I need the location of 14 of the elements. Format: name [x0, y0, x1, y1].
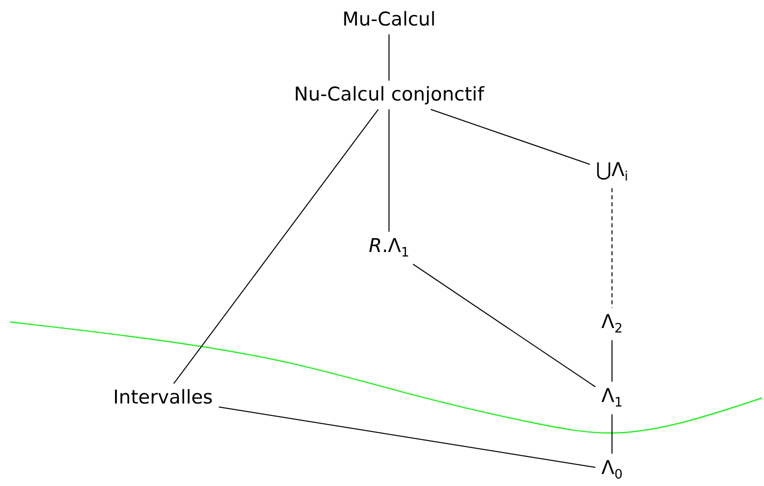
connector-line — [388, 108, 390, 232]
connector-line — [412, 264, 596, 388]
connector-line — [430, 108, 590, 165]
node-label: R.Λ$_{1}$ — [362, 232, 416, 264]
node-label: Λ$_{2}$ — [595, 308, 629, 340]
node-label: Mu-Calcul — [336, 6, 442, 34]
connector-line — [173, 108, 379, 384]
node-label: Nu-Calcul conjonctif — [288, 80, 490, 110]
node-label: Λ$_{0}$ — [595, 454, 629, 486]
node-label: Intervalles — [107, 384, 219, 412]
connector-line — [388, 34, 390, 82]
connector-line — [218, 406, 596, 468]
node-label: ⋃Λ$_{i}$ — [590, 156, 634, 188]
node-label: Λ$_{1}$ — [595, 382, 629, 414]
